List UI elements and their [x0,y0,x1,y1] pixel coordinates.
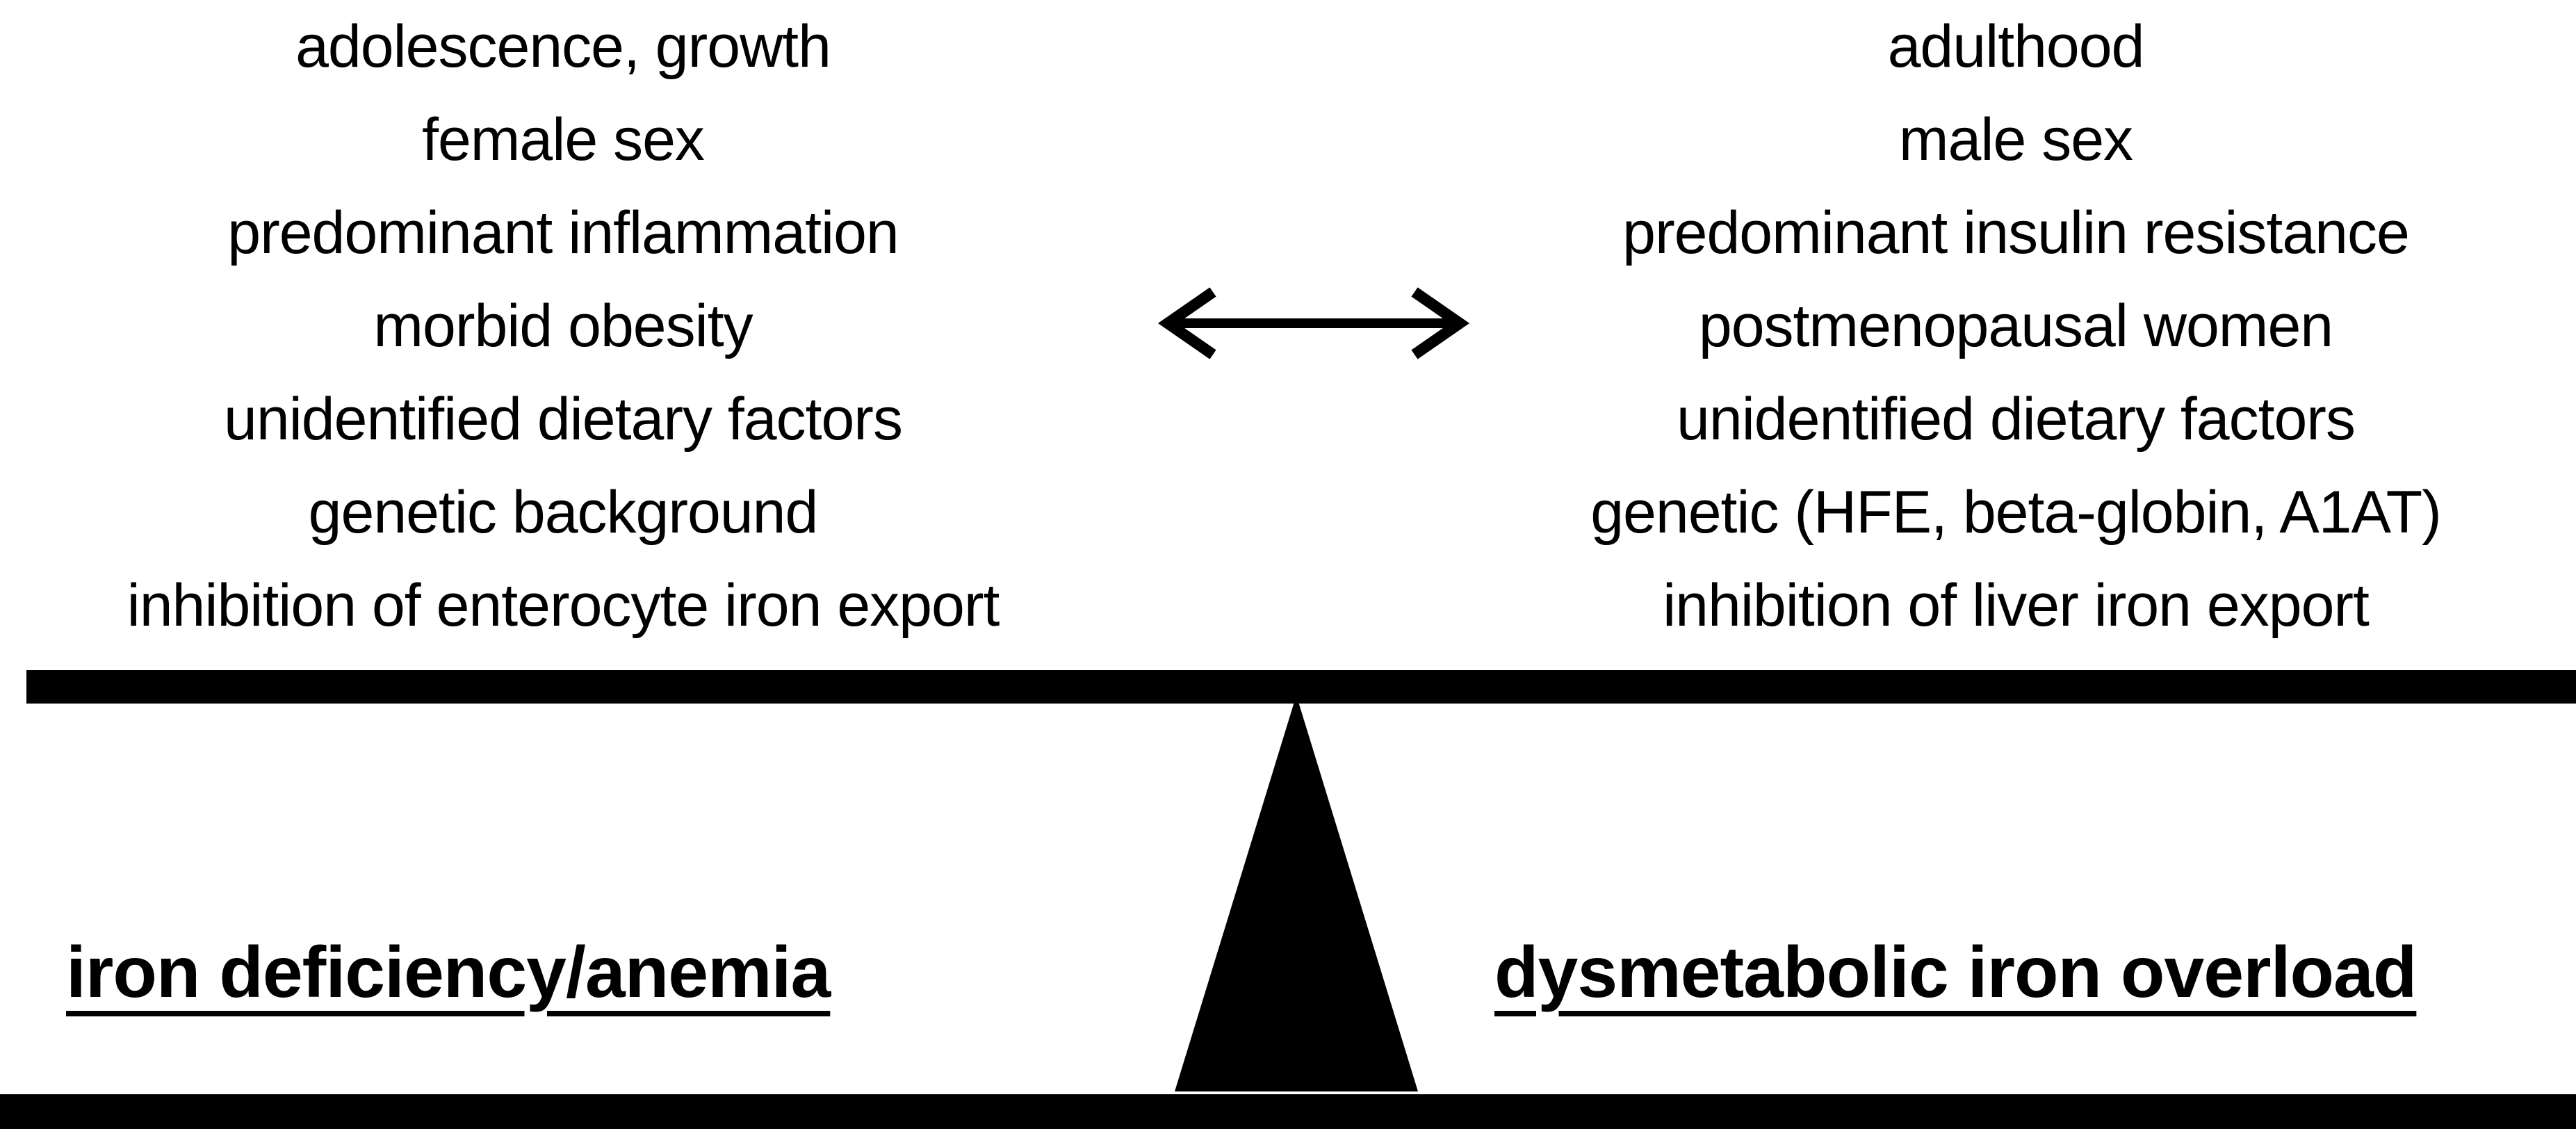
balance-beam [26,670,2576,704]
right-factor: predominant insulin resistance [1622,200,2410,266]
left-factor: female sex [422,106,705,173]
left-factor: adolescence, growth [295,13,831,80]
ground-line [0,1094,2576,1129]
right-factor: genetic (HFE, beta-globin, A1AT) [1590,479,2442,546]
iron-deficiency-label: iron deficiency/anemia [66,932,831,1013]
fulcrum-triangle-icon [1175,695,1418,1091]
left-factor: inhibition of enterocyte iron export [127,572,1000,639]
left-factor: morbid obesity [373,293,753,359]
right-factor: inhibition of liver iron export [1663,572,2370,639]
double-headed-arrow-icon [1157,287,1470,359]
right-factor: male sex [1898,106,2133,173]
right-factor-list: adulthood male sex predominant insulin r… [1481,0,2551,652]
right-factor: unidentified dietary factors [1677,386,2356,453]
left-factor: genetic background [308,479,819,546]
left-factor-list: adolescence, growth female sex predomina… [0,0,1126,652]
iron-overload-label: dysmetabolic iron overload [1494,932,2417,1013]
right-factor: adulthood [1887,13,2145,80]
left-factor: predominant inflammation [227,200,899,266]
left-factor: unidentified dietary factors [224,386,903,453]
right-factor: postmenopausal women [1698,293,2333,359]
